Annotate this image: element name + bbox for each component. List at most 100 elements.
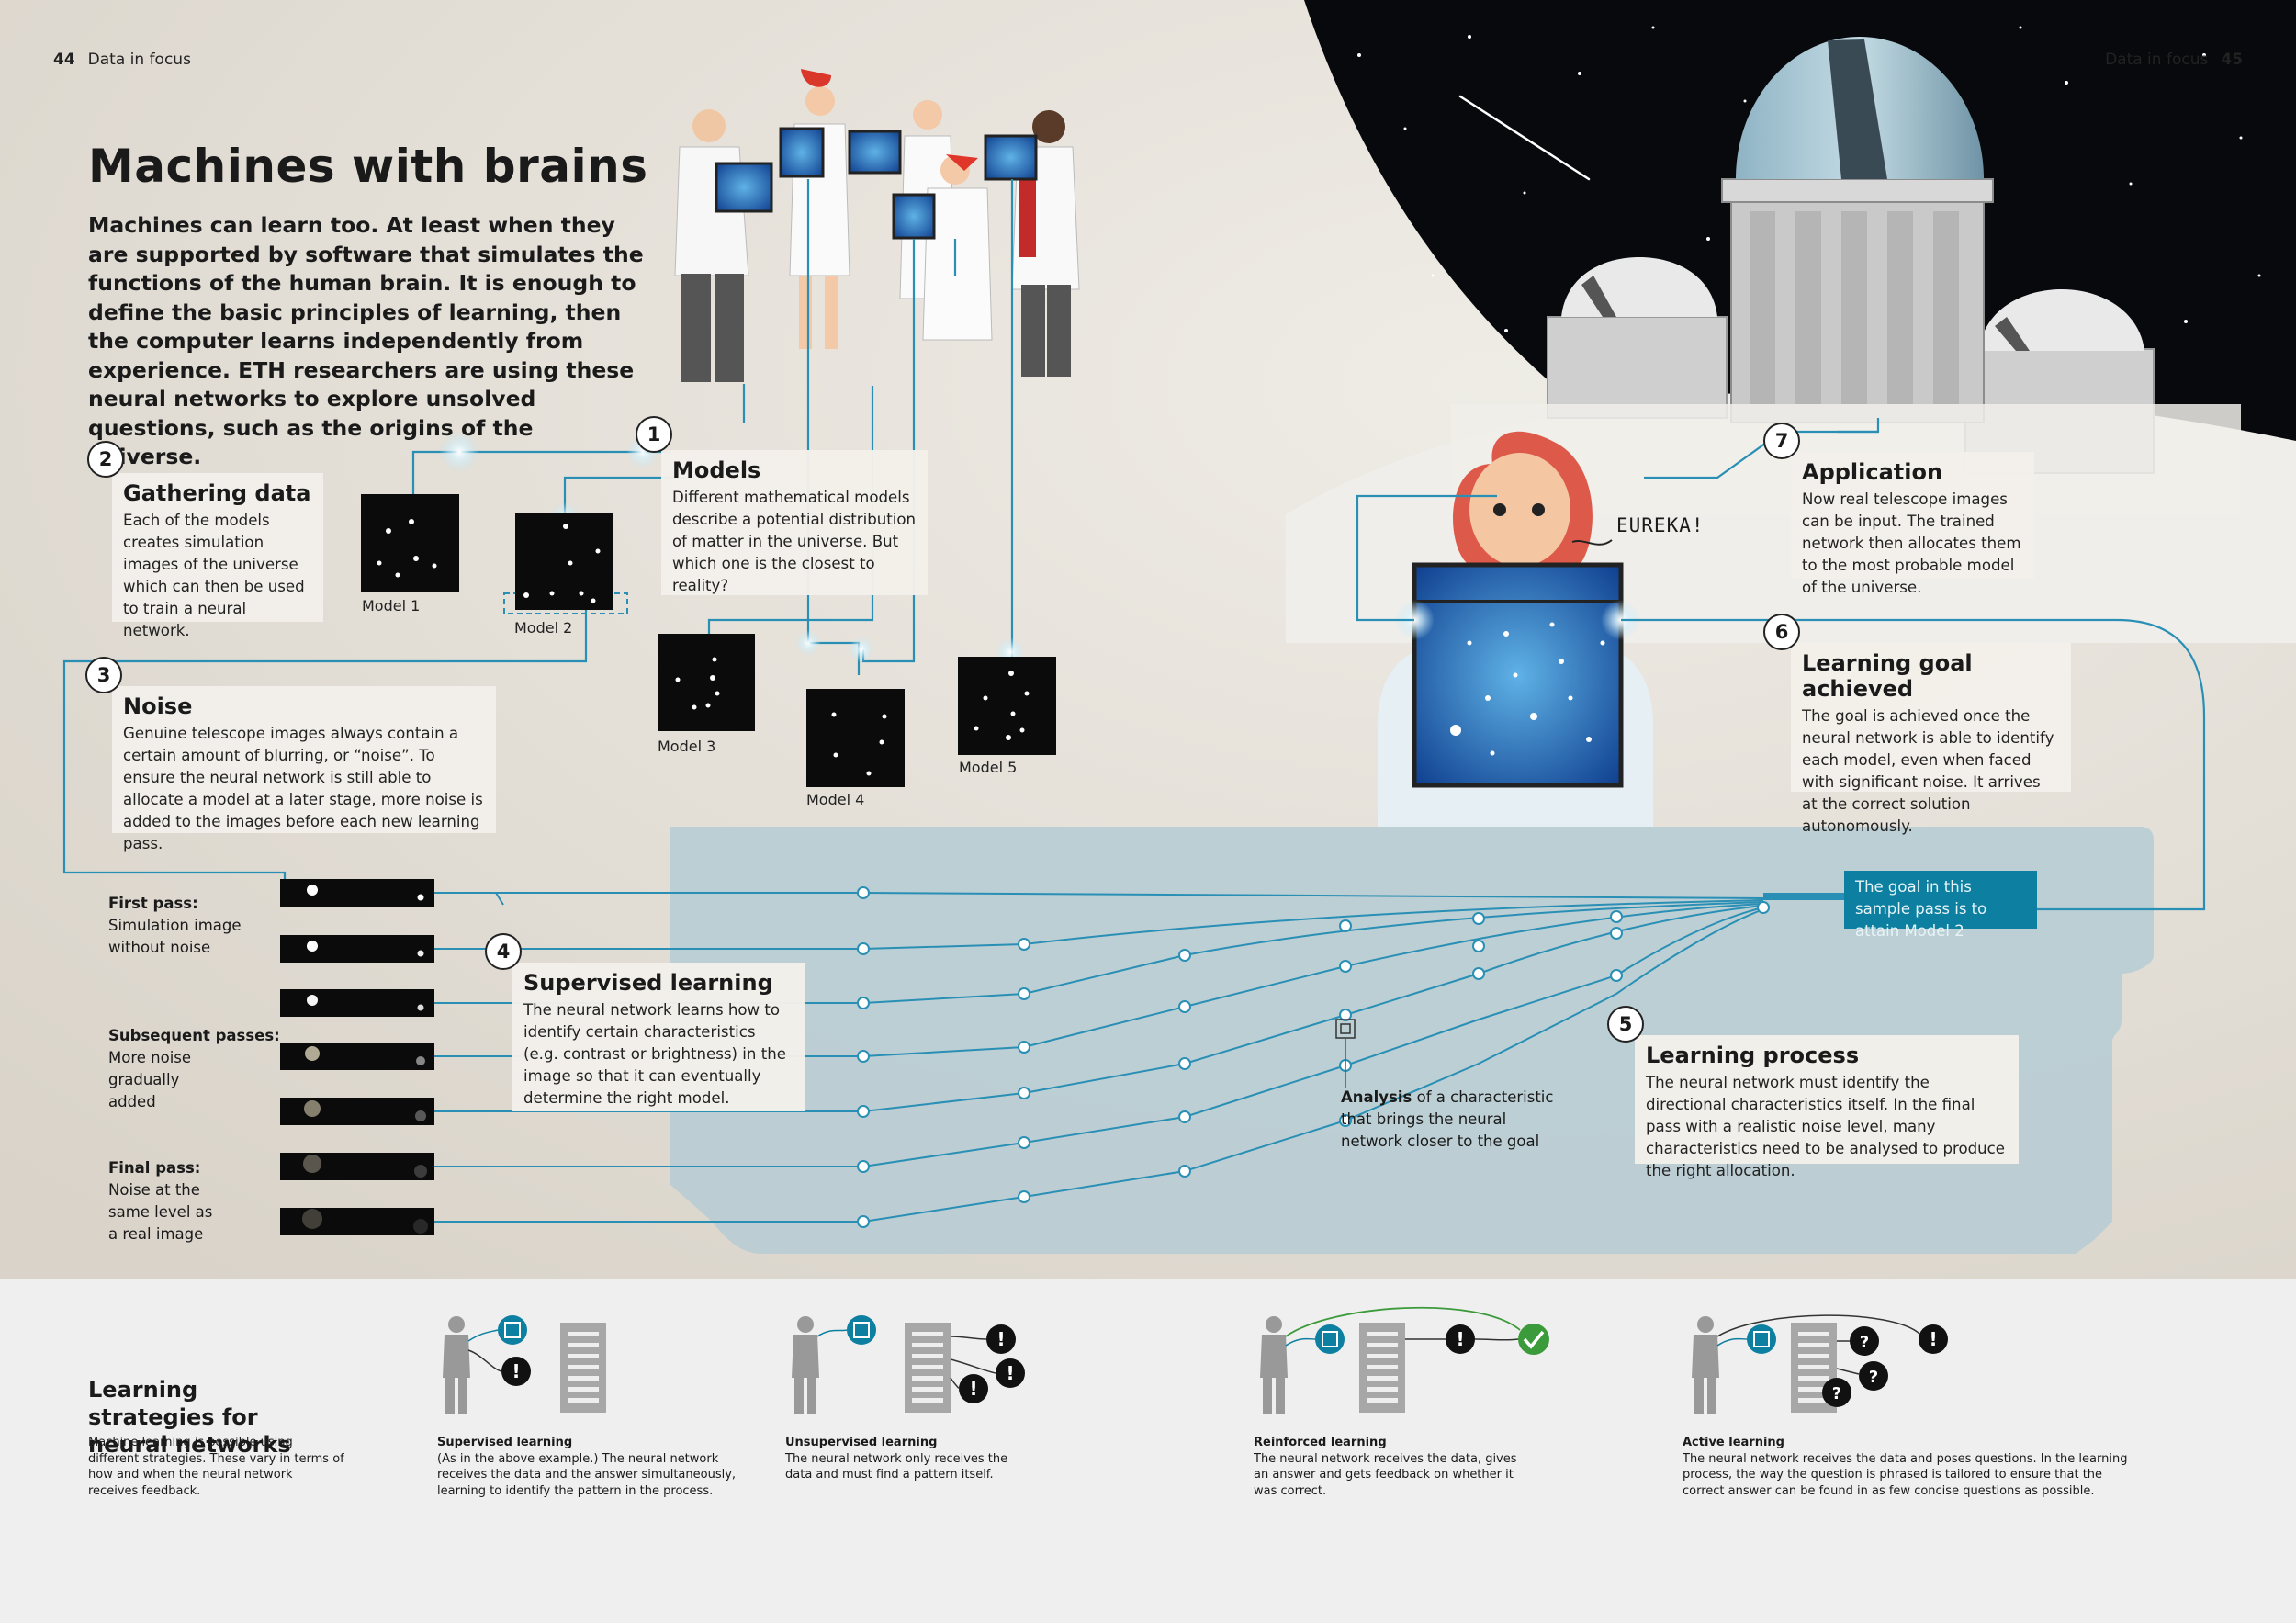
step-7-title: Application bbox=[1802, 459, 1943, 485]
step-2-number: 2 bbox=[87, 441, 124, 478]
step-2-title: Gathering data bbox=[123, 480, 311, 506]
strategy-reinforced-name: Reinforced learning bbox=[1254, 1436, 1387, 1449]
model-3-image bbox=[658, 634, 755, 731]
noise-strip-6-stars bbox=[303, 1155, 427, 1178]
noise-strip-5 bbox=[280, 1098, 434, 1125]
step-6-box: Learning goal achieved The goal is achie… bbox=[1791, 643, 2071, 835]
strategy-active-text: The neural network receives the data and… bbox=[1683, 1451, 2128, 1498]
strategy-supervised-name: Supervised learning bbox=[437, 1436, 573, 1449]
model-5-stars bbox=[974, 671, 1030, 740]
step-5-text: The neural network must identify the dir… bbox=[1646, 1074, 2005, 1179]
svg-text:?: ? bbox=[1869, 1368, 1878, 1387]
model-1-stars bbox=[377, 519, 437, 578]
strategies-intro: Machine learning is possible using diffe… bbox=[88, 1436, 344, 1498]
footer-background bbox=[0, 1279, 2296, 1623]
step-5-box: Learning process The neural network must… bbox=[1635, 1035, 2019, 1179]
shooting-star bbox=[1458, 95, 1591, 181]
analysis-text: of a characteristic that brings the neur… bbox=[1341, 1088, 1554, 1150]
pass-first-label: First pass: bbox=[108, 895, 198, 912]
step-1-box: Models Different mathematical models des… bbox=[661, 450, 928, 595]
strategy-active-name: Active learning bbox=[1683, 1436, 1784, 1449]
learning-network-lines bbox=[434, 892, 1844, 1223]
step-3-text: Genuine telescope images always contain … bbox=[123, 725, 483, 852]
step-4-title: Supervised learning bbox=[523, 970, 773, 996]
step-5-number: 5 bbox=[1607, 1006, 1644, 1043]
strategy-icons: ! ! ! ! ! bbox=[443, 1306, 1948, 1414]
strategy-reinforced: Reinforced learning The neural network r… bbox=[1254, 1435, 1529, 1499]
svg-text:!: ! bbox=[1006, 1362, 1014, 1384]
scientist-tablets bbox=[715, 127, 1038, 240]
left-page-number: 44 bbox=[53, 51, 75, 69]
model-1-image bbox=[361, 494, 459, 592]
model-2-dashed-highlight bbox=[503, 592, 628, 614]
noise-strip-6 bbox=[280, 1153, 434, 1180]
model-4-stars bbox=[831, 712, 887, 776]
step-4-box: Supervised learning The neural network l… bbox=[512, 963, 805, 1111]
pass-connector-lines bbox=[434, 892, 504, 906]
strategy-active: Active learning The neural network recei… bbox=[1683, 1435, 2142, 1499]
intro-text: Machines can learn too. At least when th… bbox=[88, 212, 644, 469]
observatory bbox=[1451, 37, 2241, 514]
left-page-header: 44 Data in focus bbox=[53, 51, 191, 69]
noise-strip-1 bbox=[280, 879, 434, 907]
noise-strip-1-stars bbox=[307, 885, 424, 901]
model-2-image bbox=[515, 513, 613, 610]
step-4-number: 4 bbox=[485, 933, 522, 970]
step-5-title: Learning process bbox=[1646, 1043, 1860, 1068]
model-1-label: Model 1 bbox=[362, 597, 421, 614]
step-3-number: 3 bbox=[85, 657, 122, 693]
woman-with-screen bbox=[1378, 431, 1653, 827]
active-icons: ? ? ? ! bbox=[1692, 1314, 1948, 1414]
svg-text:!: ! bbox=[1456, 1328, 1464, 1350]
strategy-reinforced-text: The neural network receives the data, gi… bbox=[1254, 1451, 1517, 1498]
reinforced-icons: ! bbox=[1260, 1306, 1549, 1414]
right-page-number: 45 bbox=[2221, 51, 2243, 69]
strategy-supervised: Supervised learning (As in the above exa… bbox=[437, 1435, 749, 1499]
noise-strip-3 bbox=[280, 989, 434, 1017]
analysis-note: Analysis of a characteristic that brings… bbox=[1341, 1087, 1570, 1153]
left-section-title: Data in focus bbox=[87, 51, 191, 69]
noise-strip-7 bbox=[280, 1208, 434, 1235]
svg-text:?: ? bbox=[1860, 1333, 1869, 1352]
step-7-number: 7 bbox=[1763, 423, 1800, 459]
strategy-unsupervised: Unsupervised learning The neural network… bbox=[785, 1435, 1033, 1483]
model-5-image bbox=[958, 657, 1056, 755]
pass-subsequent-text: More noise gradually added bbox=[108, 1049, 192, 1110]
model-2-stars bbox=[523, 524, 601, 603]
svg-text:!: ! bbox=[996, 1328, 1005, 1350]
pass-final-label: Final pass: bbox=[108, 1159, 201, 1177]
pass-final: Final pass: Noise at the same level as a… bbox=[108, 1157, 219, 1245]
noise-strip-2 bbox=[280, 935, 434, 963]
strategies-title: Learning strategies for neural networks bbox=[88, 1377, 291, 1458]
svg-text:!: ! bbox=[1929, 1328, 1937, 1350]
step-7-box: Application Now real telescope images ca… bbox=[1791, 452, 2034, 596]
strategy-unsupervised-name: Unsupervised learning bbox=[785, 1436, 938, 1449]
noise-strip-4-stars bbox=[305, 1046, 425, 1065]
model-3-stars bbox=[675, 657, 720, 710]
pass-subsequent-label: Subsequent passes: bbox=[108, 1027, 280, 1044]
step-1-number: 1 bbox=[636, 416, 672, 453]
step-3-title: Noise bbox=[123, 693, 193, 719]
model-connection-lines bbox=[62, 179, 2206, 911]
model-4-label: Model 4 bbox=[806, 791, 865, 808]
step-1-text: Different mathematical models describe a… bbox=[672, 489, 917, 594]
pass-first-text: Simulation image without noise bbox=[108, 917, 242, 956]
right-section-title: Data in focus bbox=[2105, 51, 2209, 69]
noise-strip-5-stars bbox=[304, 1100, 426, 1121]
step-3-box: Noise Genuine telescope images always co… bbox=[112, 686, 496, 852]
right-page-header: Data in focus 45 bbox=[2105, 51, 2243, 69]
analysis-bold: Analysis bbox=[1341, 1088, 1412, 1106]
strategy-unsupervised-text: The neural network only receives the dat… bbox=[785, 1451, 1008, 1482]
step-2-box: Gathering data Each of the models create… bbox=[112, 473, 323, 639]
step-2-text: Each of the models creates simulation im… bbox=[123, 512, 305, 639]
noise-strip-4 bbox=[280, 1043, 434, 1070]
svg-text:?: ? bbox=[1832, 1384, 1841, 1403]
pass-subsequent: Subsequent passes: More noise gradually … bbox=[108, 1025, 280, 1113]
model-3-label: Model 3 bbox=[658, 738, 716, 755]
page-title: Machines with brains bbox=[88, 140, 648, 193]
supervised-icons: ! bbox=[443, 1315, 606, 1414]
strategy-supervised-text: (As in the above example.) The neural ne… bbox=[437, 1451, 737, 1498]
noise-strip-2-stars bbox=[307, 941, 424, 957]
model-2-label: Model 2 bbox=[514, 619, 573, 637]
svg-text:!: ! bbox=[512, 1360, 520, 1382]
